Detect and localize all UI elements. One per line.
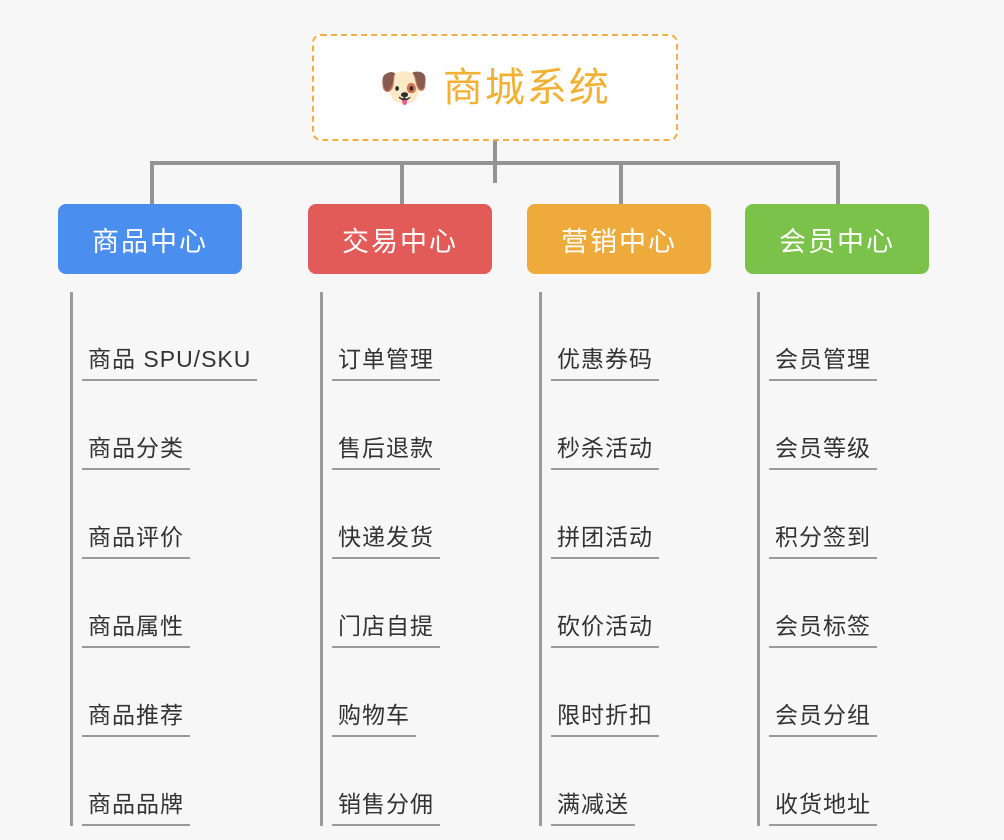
leaf-label: 快递发货 (338, 523, 434, 550)
dog-face-icon: 🐶 (379, 65, 429, 110)
list-item[interactable]: 会员管理 (757, 292, 965, 381)
trunk-line (539, 292, 542, 826)
branch-header-member-center[interactable]: 会员中心 (745, 204, 929, 274)
leaf-label: 会员等级 (775, 434, 871, 461)
list-item[interactable]: 门店自提 (320, 559, 528, 648)
list-item[interactable]: 会员等级 (757, 381, 965, 470)
list-item[interactable]: 秒杀活动 (539, 381, 747, 470)
leaf-label: 订单管理 (338, 345, 434, 372)
list-item[interactable]: 优惠券码 (539, 292, 747, 381)
leaf-label: 满减送 (557, 790, 629, 817)
branch-header-product-center[interactable]: 商品中心 (58, 204, 242, 274)
leaf-list-marketing-center: 优惠券码 秒杀活动 拼团活动 砍价活动 限时折扣 满减送 (527, 292, 747, 826)
list-item[interactable]: 商品属性 (70, 559, 308, 648)
list-item[interactable]: 收货地址 (757, 737, 965, 826)
leaf-list-product-center: 商品 SPU/SKU 商品分类 商品评价 商品属性 商品推荐 商品品牌 (58, 292, 308, 826)
list-item[interactable]: 会员标签 (757, 559, 965, 648)
leaf-label: 积分签到 (775, 523, 871, 550)
leaf-label: 拼团活动 (557, 523, 653, 550)
connector-drop-2 (400, 161, 404, 206)
leaf-label: 会员分组 (775, 701, 871, 728)
leaf-label: 优惠券码 (557, 345, 653, 372)
list-item[interactable]: 拼团活动 (539, 470, 747, 559)
leaf-label: 商品属性 (88, 612, 184, 639)
branch-label: 交易中心 (342, 226, 458, 257)
leaf-label: 商品品牌 (88, 790, 184, 817)
leaf-label: 售后退款 (338, 434, 434, 461)
list-item[interactable]: 销售分佣 (320, 737, 528, 826)
root-title: 商城系统 (442, 65, 611, 110)
list-item[interactable]: 商品分类 (70, 381, 308, 470)
list-item[interactable]: 购物车 (320, 648, 528, 737)
leaf-label: 收货地址 (775, 790, 871, 817)
list-item[interactable]: 商品评价 (70, 470, 308, 559)
trunk-line (757, 292, 760, 826)
leaf-label: 购物车 (338, 701, 410, 728)
list-item[interactable]: 快递发货 (320, 470, 528, 559)
trunk-line (320, 292, 323, 826)
connector-bus (150, 161, 839, 165)
leaf-list-trade-center: 订单管理 售后退款 快递发货 门店自提 购物车 销售分佣 (308, 292, 528, 826)
leaf-label: 销售分佣 (338, 790, 434, 817)
leaf-label: 会员管理 (775, 345, 871, 372)
branch-label: 会员中心 (779, 226, 895, 257)
branch-header-trade-center[interactable]: 交易中心 (308, 204, 492, 274)
leaf-label: 砍价活动 (557, 612, 653, 639)
list-item[interactable]: 商品推荐 (70, 648, 308, 737)
branch-product-center: 商品中心 商品 SPU/SKU 商品分类 商品评价 商品属性 商品推荐 商品品牌 (58, 204, 308, 826)
leaf-label: 会员标签 (775, 612, 871, 639)
leaf-label: 秒杀活动 (557, 434, 653, 461)
leaf-label: 商品推荐 (88, 701, 184, 728)
leaf-label: 商品 SPU/SKU (88, 345, 252, 372)
root-node[interactable]: 🐶 商城系统 (312, 34, 678, 141)
branch-label: 商品中心 (92, 226, 208, 257)
list-item[interactable]: 积分签到 (757, 470, 965, 559)
connector-drop-3 (619, 161, 623, 206)
leaf-label: 商品分类 (88, 434, 184, 461)
leaf-label: 门店自提 (338, 612, 434, 639)
trunk-line (70, 292, 73, 826)
branch-trade-center: 交易中心 订单管理 售后退款 快递发货 门店自提 购物车 销售分佣 (308, 204, 528, 826)
branch-member-center: 会员中心 会员管理 会员等级 积分签到 会员标签 会员分组 收货地址 (745, 204, 965, 826)
connector-drop-4 (836, 161, 840, 206)
leaf-label: 限时折扣 (557, 701, 653, 728)
list-item[interactable]: 售后退款 (320, 381, 528, 470)
leaf-label: 商品评价 (88, 523, 184, 550)
leaf-list-member-center: 会员管理 会员等级 积分签到 会员标签 会员分组 收货地址 (745, 292, 965, 826)
list-item[interactable]: 订单管理 (320, 292, 528, 381)
branch-header-marketing-center[interactable]: 营销中心 (527, 204, 711, 274)
list-item[interactable]: 满减送 (539, 737, 747, 826)
branch-marketing-center: 营销中心 优惠券码 秒杀活动 拼团活动 砍价活动 限时折扣 满减送 (527, 204, 747, 826)
list-item[interactable]: 限时折扣 (539, 648, 747, 737)
list-item[interactable]: 会员分组 (757, 648, 965, 737)
list-item[interactable]: 商品 SPU/SKU (70, 292, 308, 381)
list-item[interactable]: 砍价活动 (539, 559, 747, 648)
list-item[interactable]: 商品品牌 (70, 737, 308, 826)
connector-drop-1 (150, 161, 154, 206)
branch-label: 营销中心 (561, 226, 677, 257)
